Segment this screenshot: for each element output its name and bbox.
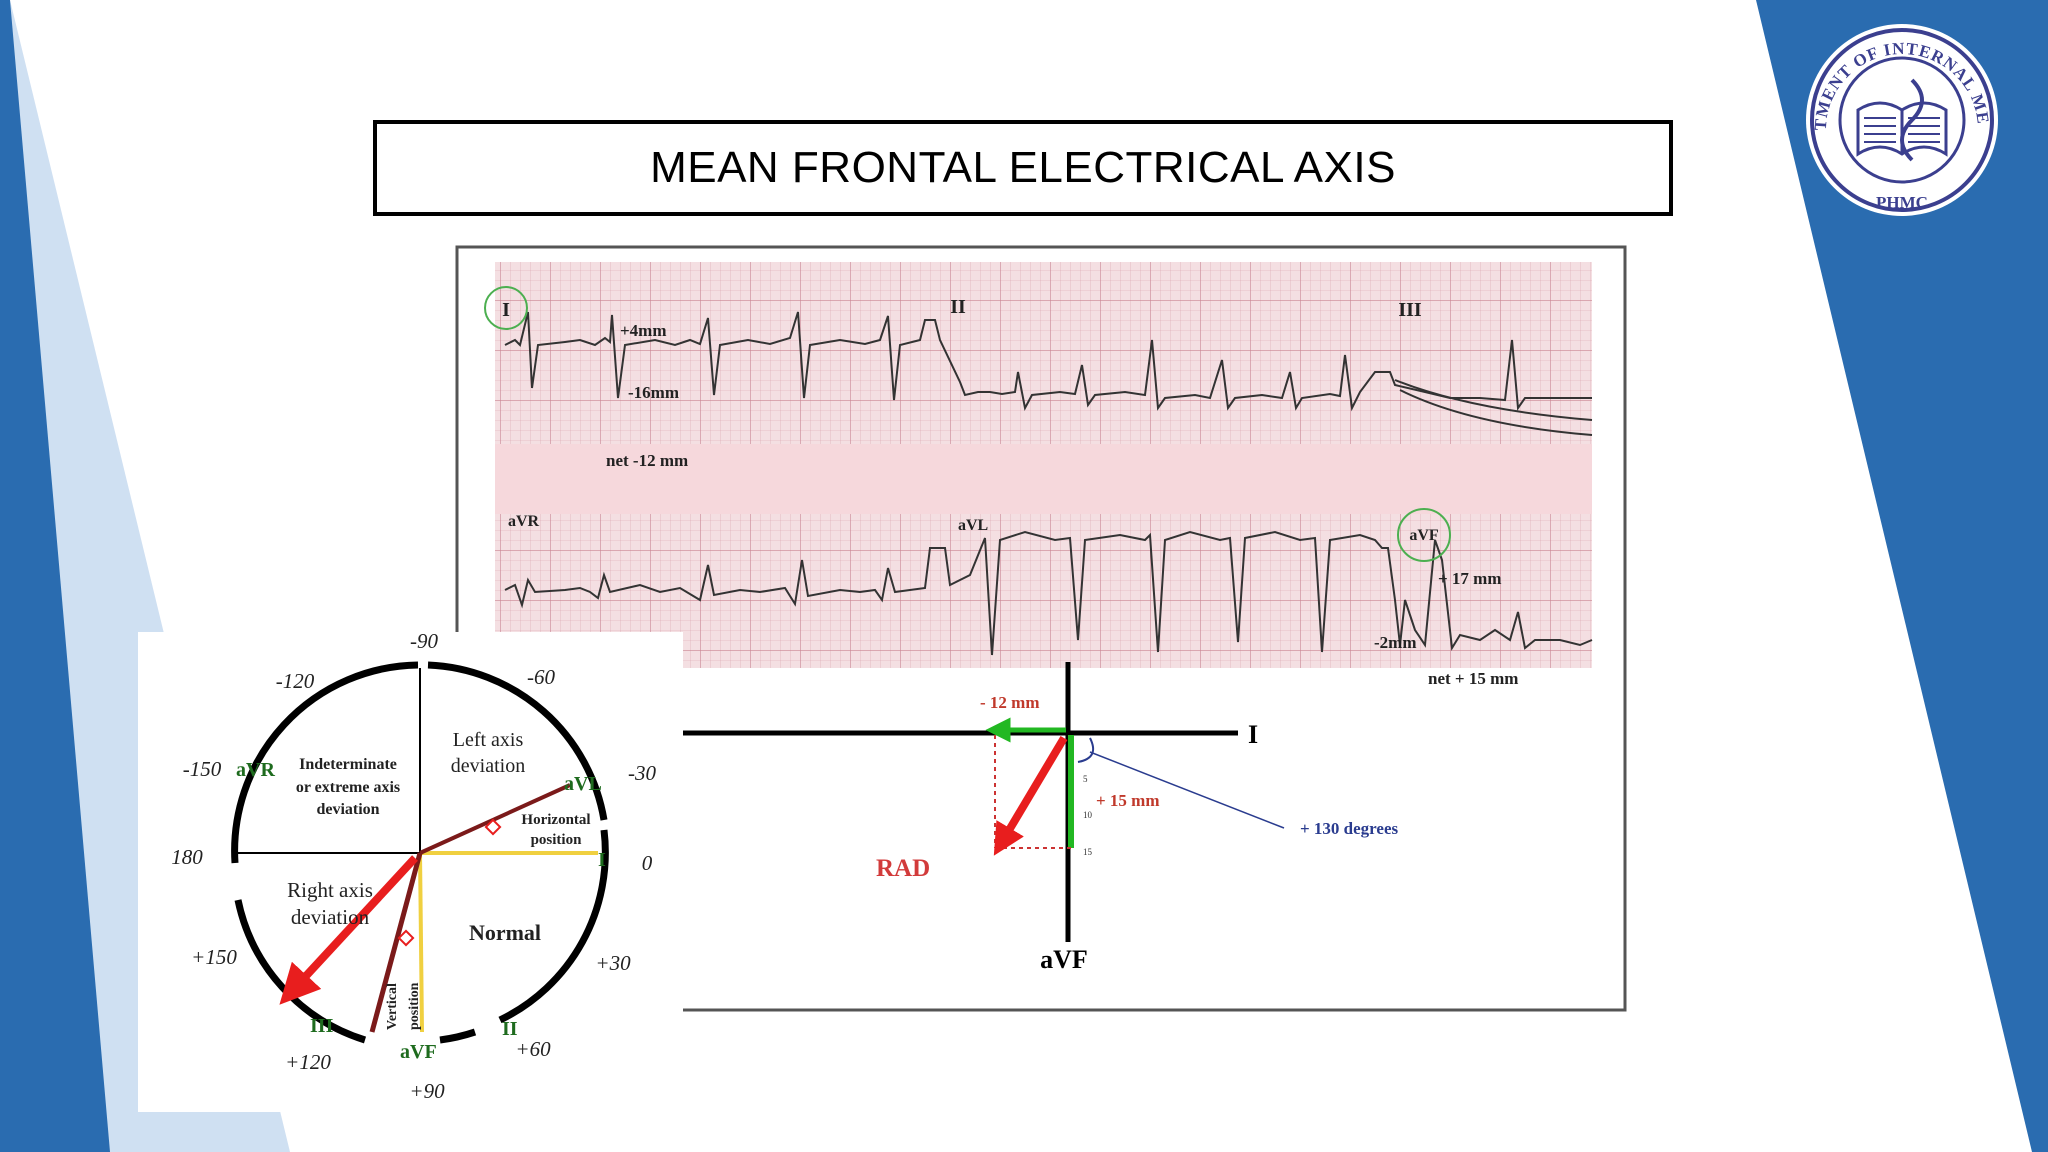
hex-lead-aVL: aVL bbox=[564, 773, 602, 795]
region-horizontal-line2: position bbox=[531, 832, 583, 848]
angle-arc bbox=[1077, 737, 1094, 763]
x-component-label: - 12 mm bbox=[980, 693, 1039, 712]
lead-I-negative-deflection: -16mm bbox=[628, 383, 679, 402]
angle-pointer-line bbox=[1089, 751, 1285, 829]
vector-tick-5: 5 bbox=[1083, 774, 1088, 784]
hexaxial-diagram bbox=[231, 661, 609, 1044]
ecg-lead-label-aVF: aVF bbox=[1409, 527, 1439, 544]
resultant-axis-arrow bbox=[993, 735, 1068, 856]
hexaxial-panel bbox=[138, 632, 683, 1112]
department-seal-icon: DEPARTMENT OF INTERNAL MEDICINE PHMC bbox=[1806, 24, 1998, 216]
aVF-negative-deflection: -2mm bbox=[1374, 633, 1416, 652]
ecg-trace-row2 bbox=[504, 530, 1593, 656]
rad-label: RAD bbox=[876, 855, 930, 882]
ecg-trace-row1 bbox=[504, 311, 1592, 412]
deg-minus-150: -150 bbox=[183, 757, 222, 781]
lead-I-net: net -12 mm bbox=[606, 451, 688, 470]
deg-plus-30: +30 bbox=[595, 951, 631, 975]
right-blue-band bbox=[1756, 0, 2048, 1152]
hex-lead-aVF: aVF bbox=[400, 1041, 437, 1063]
deg-plus-120: +120 bbox=[285, 1050, 331, 1074]
deg-plus-90: +90 bbox=[409, 1079, 445, 1103]
region-horizontal-line1: Horizontal bbox=[521, 812, 590, 828]
deg-minus-30: -30 bbox=[628, 761, 656, 785]
region-left-line2: deviation bbox=[451, 755, 525, 777]
vector-axis-I-label: I bbox=[1248, 720, 1258, 749]
deg-plus-150: +150 bbox=[191, 945, 237, 969]
region-right-line2: deviation bbox=[291, 905, 370, 929]
region-normal: Normal bbox=[469, 920, 541, 945]
ecg-lead-label-aVL: aVL bbox=[958, 517, 988, 534]
aVF-positive-deflection: + 17 mm bbox=[1438, 569, 1502, 588]
deg-minus-120: -120 bbox=[276, 669, 315, 693]
lead-aVF-circle-highlight bbox=[1397, 508, 1451, 562]
deg-180: 180 bbox=[171, 845, 203, 869]
hex-lead-III: III bbox=[310, 1015, 334, 1037]
vector-tick-15: 15 bbox=[1083, 847, 1093, 857]
deg-0: 0 bbox=[642, 851, 653, 875]
region-right-line1: Right axis bbox=[287, 878, 373, 902]
left-blue-band bbox=[0, 0, 110, 1152]
lead-I-circle-highlight bbox=[484, 286, 528, 330]
region-indeterminate-line3: deviation bbox=[316, 801, 379, 818]
slide-title: MEAN FRONTAL ELECTRICAL AXIS bbox=[373, 120, 1673, 216]
ecg-lead-label-I: I bbox=[502, 299, 510, 321]
hex-lead-aVR: aVR bbox=[236, 759, 275, 781]
vector-axis-aVF-label: aVF bbox=[1040, 945, 1088, 974]
deg-minus-90: -90 bbox=[410, 629, 438, 653]
lead-I-positive-deflection: +4mm bbox=[620, 321, 667, 340]
vector-tick-10: 10 bbox=[1083, 810, 1093, 820]
ecg-artifact-line bbox=[1394, 379, 1593, 436]
aVF-net: net + 15 mm bbox=[1428, 669, 1518, 688]
deg-minus-60: -60 bbox=[527, 665, 555, 689]
y-component-label: + 15 mm bbox=[1096, 791, 1160, 810]
ecg-lead-label-II: II bbox=[950, 296, 966, 318]
hex-lead-I: I bbox=[598, 849, 606, 871]
region-indeterminate-line2: or extreme axis bbox=[296, 779, 400, 796]
region-indeterminate-line1: Indeterminate bbox=[299, 756, 397, 773]
resultant-degrees-label: + 130 degrees bbox=[1300, 819, 1399, 838]
region-vertical-line2: position bbox=[407, 982, 422, 1030]
region-vertical-line1: Vertical bbox=[385, 983, 400, 1030]
deg-plus-60: +60 bbox=[515, 1037, 551, 1061]
ecg-lead-label-aVR: aVR bbox=[508, 513, 540, 530]
hex-lead-II: II bbox=[502, 1018, 518, 1040]
ecg-paper-gap bbox=[495, 444, 1592, 514]
region-left-line1: Left axis bbox=[453, 729, 524, 751]
ecg-lead-label-III: III bbox=[1398, 299, 1422, 321]
seal-text-bottom: PHMC bbox=[1876, 193, 1928, 212]
